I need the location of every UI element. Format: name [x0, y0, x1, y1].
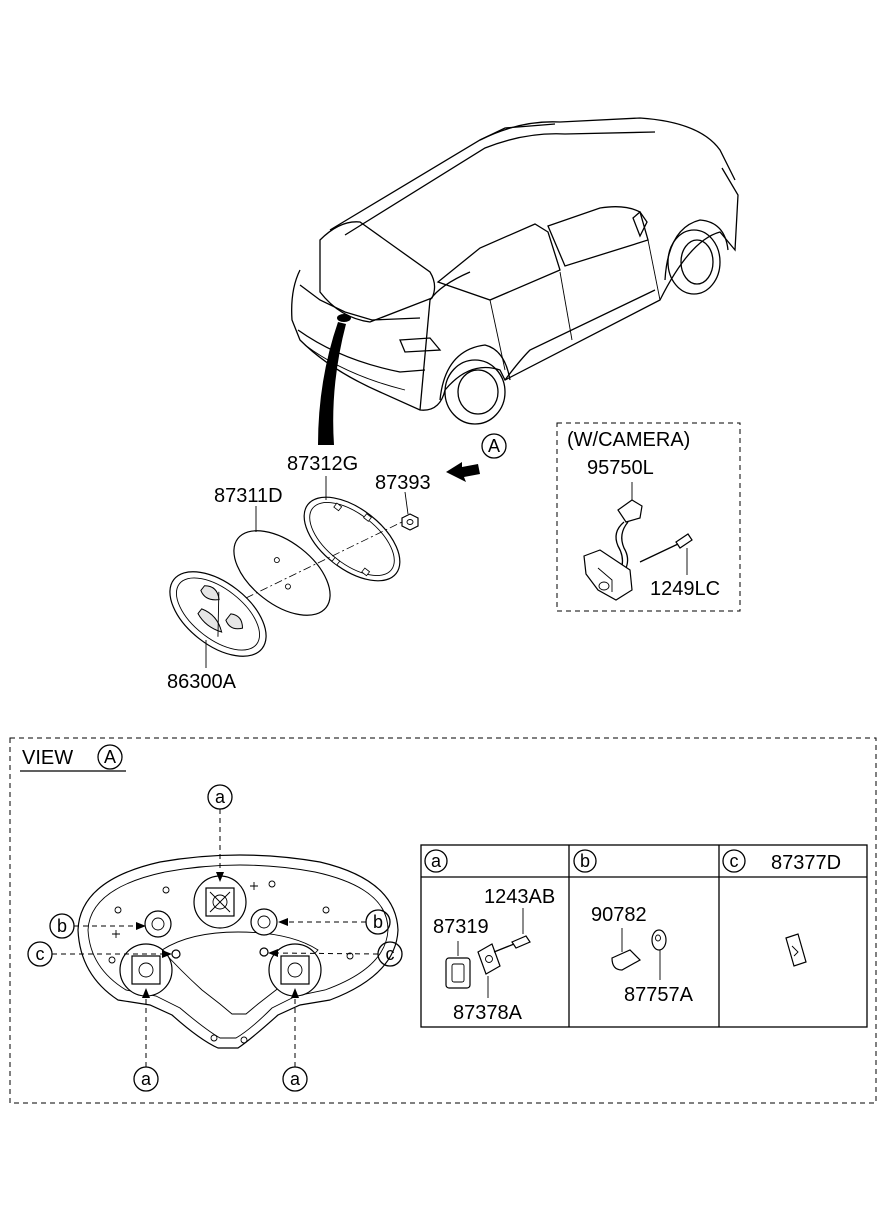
label-1243ab: 1243AB: [484, 886, 555, 908]
camera-note: (W/CAMERA): [567, 429, 690, 451]
car-illustration: [291, 117, 739, 445]
callout-a-top: a: [215, 787, 226, 807]
view-ref: A: [104, 747, 116, 767]
callout-a-bottom-left: a: [141, 1069, 152, 1089]
view-a-section: VIEW A: [9, 737, 877, 1104]
table-col-a: a: [431, 851, 442, 871]
callout-c-left: c: [36, 944, 45, 964]
table-col-c: c: [730, 851, 739, 871]
label-86300a: 86300A: [167, 671, 237, 693]
nut-87393: [401, 513, 419, 531]
view-title: VIEW: [22, 747, 73, 769]
view-a-arrow: A: [446, 433, 507, 482]
camera-box: (W/CAMERA) 95750L 1249LC: [556, 422, 741, 612]
callout-a-bottom-right: a: [290, 1069, 301, 1089]
callout-b-left: b: [57, 916, 67, 936]
table-col-b: b: [580, 851, 590, 871]
emblem-back-view: [77, 854, 399, 1049]
callout-c-right: c: [386, 944, 395, 964]
emblem-86300a: [169, 571, 267, 657]
callout-b-right: b: [373, 912, 383, 932]
callouts: a b b c c a: [27, 784, 403, 1092]
label-87319: 87319: [433, 916, 489, 938]
label-87312g: 87312G: [287, 453, 358, 475]
label-87393: 87393: [375, 472, 431, 494]
parts-table: a b c 87377D 1243AB 87319 87378A: [420, 844, 868, 1028]
label-87378a: 87378A: [453, 1002, 523, 1024]
label-90782: 90782: [591, 904, 647, 926]
arrow-ref-letter: A: [488, 436, 500, 456]
label-87311d: 87311D: [214, 485, 283, 507]
label-87757a: 87757A: [624, 984, 694, 1006]
label-95750l: 95750L: [587, 457, 654, 479]
table-col-c-part: 87377D: [771, 852, 841, 874]
label-1249lc: 1249LC: [650, 578, 720, 600]
emblem-parts: 87312G 87311D 87393 86300A: [167, 453, 431, 693]
